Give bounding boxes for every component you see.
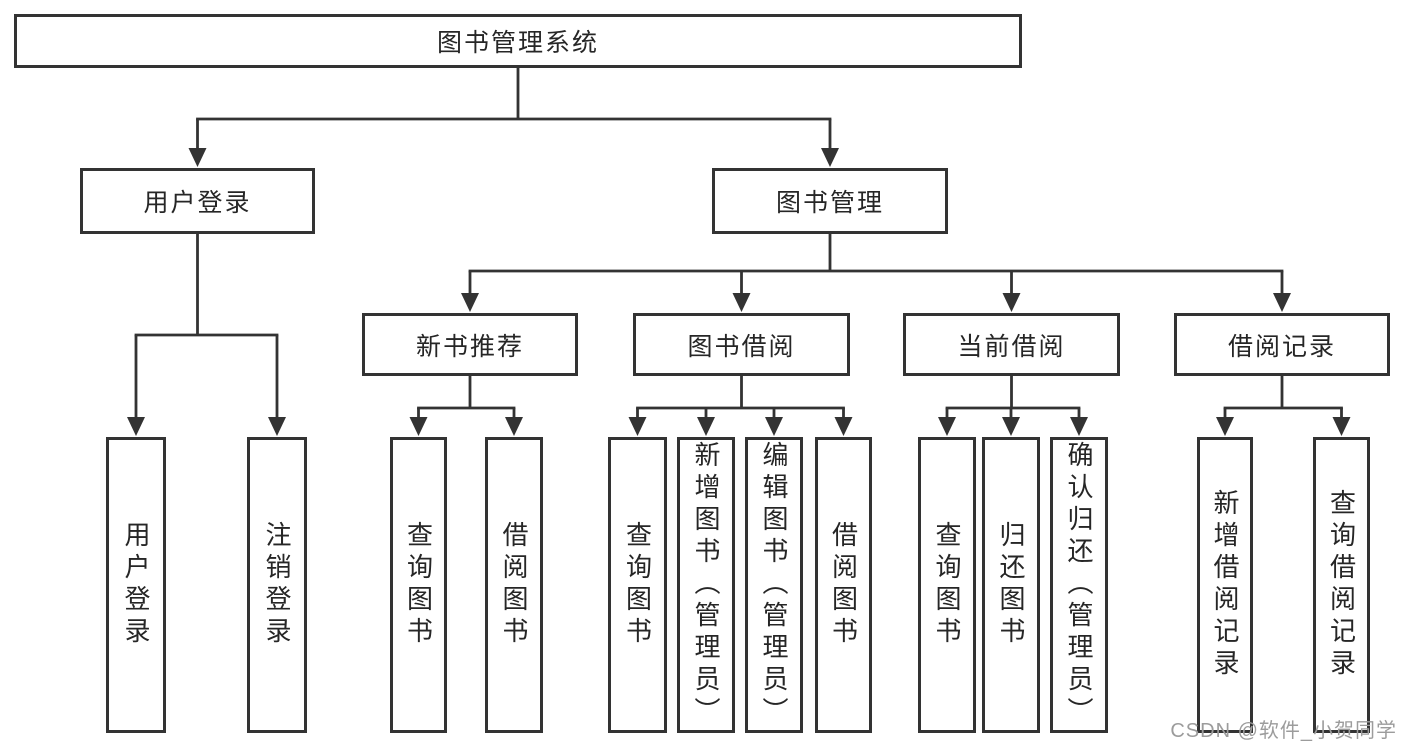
node-borrowing-records: 借阅记录 xyxy=(1174,313,1390,376)
node-label: 新书推荐 xyxy=(415,332,524,361)
node-library-management-system: 图书管理系统 xyxy=(14,14,1022,68)
node-leaf-search-borrow-record: 查询借阅记录 xyxy=(1313,437,1370,733)
arrow-down-icon xyxy=(834,417,853,436)
node-leaf-return-books: 归还图书 xyxy=(982,437,1040,733)
arrow-down-icon xyxy=(1002,417,1020,436)
arrow-down-icon xyxy=(409,417,428,436)
arrow-down-icon xyxy=(821,148,839,167)
node-label: 注销登录 xyxy=(262,521,292,649)
watermark-text: CSDN @软件_小贺同学 xyxy=(1170,720,1397,742)
node-leaf-borrow-books-recommend: 借阅图书 xyxy=(485,437,543,733)
arrow-down-icon xyxy=(1002,293,1021,312)
node-label: 归还图书 xyxy=(996,521,1026,649)
node-label: 查询借阅记录 xyxy=(1326,489,1357,681)
node-leaf-add-borrow-record: 新增借阅记录 xyxy=(1197,437,1253,733)
node-leaf-confirm-return-admin: 确认归还（管理员） xyxy=(1050,437,1108,733)
node-label: 新增图书（管理员） xyxy=(691,441,721,729)
node-label: 图书管理 xyxy=(775,189,884,217)
node-label: 用户登录 xyxy=(121,521,151,649)
arrow-down-icon xyxy=(628,417,647,436)
node-label: 图书管理系统 xyxy=(436,29,599,57)
node-label: 借阅图书 xyxy=(828,521,859,649)
node-book-borrowing: 图书借阅 xyxy=(633,313,850,376)
arrow-down-icon xyxy=(697,417,715,436)
node-leaf-edit-books-admin: 编辑图书（管理员） xyxy=(745,437,803,733)
node-current-borrowing: 当前借阅 xyxy=(903,313,1120,376)
node-leaf-logout: 注销登录 xyxy=(247,437,307,733)
arrow-down-icon xyxy=(1216,417,1234,436)
node-label: 确认归还（管理员） xyxy=(1064,441,1094,729)
node-leaf-borrow-books: 借阅图书 xyxy=(815,437,872,733)
node-leaf-search-books-borrow: 查询图书 xyxy=(608,437,667,733)
node-label: 新增借阅记录 xyxy=(1210,489,1240,681)
arrow-down-icon xyxy=(268,417,286,436)
node-label: 当前借阅 xyxy=(957,332,1066,361)
node-leaf-search-books-current: 查询图书 xyxy=(918,437,976,733)
node-label: 用户登录 xyxy=(143,189,252,217)
arrow-down-icon xyxy=(505,417,523,436)
arrow-down-icon xyxy=(732,293,751,312)
node-user-login-branch: 用户登录 xyxy=(80,168,315,234)
node-leaf-user-login: 用户登录 xyxy=(106,437,166,733)
node-label: 借阅记录 xyxy=(1227,332,1336,361)
node-new-book-recommendation: 新书推荐 xyxy=(362,313,578,376)
arrow-down-icon xyxy=(127,417,145,436)
arrow-down-icon xyxy=(461,293,479,312)
arrow-down-icon xyxy=(188,148,207,167)
arrow-down-icon xyxy=(765,417,783,436)
node-book-management-branch: 图书管理 xyxy=(712,168,948,234)
arrow-down-icon xyxy=(1332,417,1351,436)
node-leaf-add-books-admin: 新增图书（管理员） xyxy=(677,437,735,733)
node-label: 图书借阅 xyxy=(687,332,796,361)
arrow-down-icon xyxy=(938,417,956,436)
node-label: 借阅图书 xyxy=(499,521,529,649)
arrow-down-icon xyxy=(1070,417,1088,436)
node-leaf-search-books-recommend: 查询图书 xyxy=(390,437,447,733)
node-label: 查询图书 xyxy=(932,521,962,649)
node-label: 查询图书 xyxy=(403,521,434,649)
arrow-down-icon xyxy=(1273,293,1291,312)
node-label: 编辑图书（管理员） xyxy=(759,441,789,729)
node-label: 查询图书 xyxy=(622,521,653,649)
